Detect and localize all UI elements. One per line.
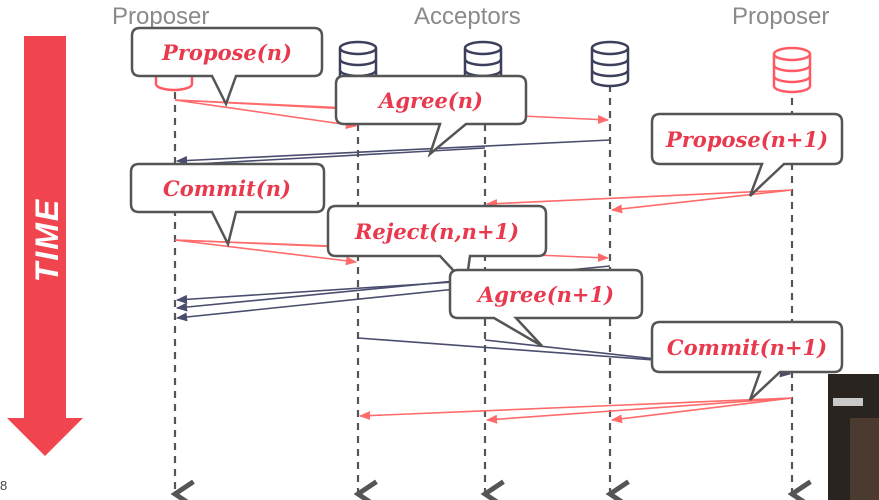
header-left-proposer: Proposer <box>112 3 210 30</box>
agree-n-arrow-2 <box>175 147 486 169</box>
bubble-commit-n1: Commit(n+1) <box>650 320 844 401</box>
page-number: 8 <box>0 478 8 493</box>
header-acceptors: Acceptors <box>414 3 521 30</box>
agree-n1-arrow-1 <box>175 285 486 322</box>
bubble-propose-n1: Propose(n+1) <box>650 112 844 197</box>
commit-n-arrow-1 <box>174 239 358 266</box>
database-icon <box>772 46 812 94</box>
bubble-agree-n: Agree(n) <box>334 74 528 158</box>
bubble-label: Agree(n) <box>377 88 483 113</box>
bubble-label: Agree(n+1) <box>476 282 614 307</box>
bubble-propose-n: Propose(n) <box>130 26 324 108</box>
bubble-label: Commit(n) <box>163 176 291 201</box>
time-arrow: TIME <box>7 36 83 456</box>
bubble-reject: Reject(n,n+1) <box>326 204 548 287</box>
bubble-label: Commit(n+1) <box>667 335 827 360</box>
time-label: TIME <box>29 198 65 282</box>
propose-n1-arrow-1 <box>610 189 793 214</box>
commit-n1-arrow-2 <box>485 397 793 424</box>
bubble-label: Propose(n+1) <box>665 127 828 152</box>
bubble-agree-n1: Agree(n+1) <box>448 268 644 348</box>
propose-n-arrow-1 <box>174 99 358 130</box>
commit-n1-arrow-3 <box>610 397 793 424</box>
propose-n1-arrow-2 <box>485 189 793 209</box>
bubble-label: Propose(n) <box>161 40 292 65</box>
agree-n-arrow-1 <box>175 139 611 165</box>
header-right-proposer: Proposer <box>732 3 830 30</box>
database-icon <box>590 40 630 88</box>
commit-n1-arrow-1 <box>358 397 793 421</box>
presenter-video <box>828 374 879 500</box>
bubble-label: Reject(n,n+1) <box>354 219 519 244</box>
bubble-commit-n: Commit(n) <box>129 162 326 248</box>
